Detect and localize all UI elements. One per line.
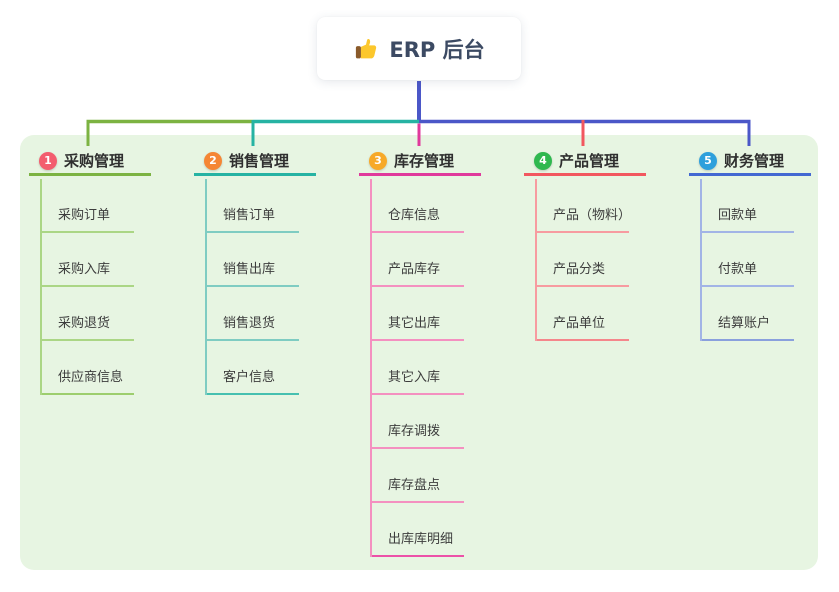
child-node[interactable]: 采购退货 xyxy=(40,287,134,341)
child-label: 仓库信息 xyxy=(388,208,441,223)
child-node[interactable]: 客户信息 xyxy=(205,341,299,395)
root-title: ERP 后台 xyxy=(389,37,485,62)
branch-children: 产品（物料） 产品分类 产品单位 xyxy=(524,179,646,341)
branch-rail-line xyxy=(535,179,537,341)
child-node[interactable]: 销售退货 xyxy=(205,287,299,341)
branch-header-2[interactable]: 2 销售管理 xyxy=(194,148,316,176)
child-label: 结算账户 xyxy=(718,316,771,331)
child-label: 销售订单 xyxy=(223,208,276,223)
branch-header-5[interactable]: 5 财务管理 xyxy=(689,148,811,176)
child-node[interactable]: 产品库存 xyxy=(370,233,464,287)
child-label: 出库库明细 xyxy=(388,532,454,547)
branch-label: 库存管理 xyxy=(394,152,455,170)
child-label: 采购订单 xyxy=(58,208,111,223)
child-label: 销售出库 xyxy=(223,262,276,277)
branch-children: 仓库信息 产品库存 其它出库 其它入库 库存调拨 库存盘点 出库库明细 xyxy=(359,179,481,557)
branch-rail-line xyxy=(40,179,42,395)
child-node[interactable]: 仓库信息 xyxy=(370,179,464,233)
branch-number: 5 xyxy=(704,154,712,167)
branch-number: 1 xyxy=(44,154,52,167)
branch-产品管理: 4 产品管理 产品（物料） 产品分类 产品单位 xyxy=(524,148,646,341)
child-node[interactable]: 其它入库 xyxy=(370,341,464,395)
child-label: 采购退货 xyxy=(58,316,111,331)
branch-label: 采购管理 xyxy=(64,152,125,170)
branch-children: 销售订单 销售出库 销售退货 客户信息 xyxy=(194,179,316,395)
branch-number-badge: 3 xyxy=(369,151,387,170)
child-label: 采购入库 xyxy=(58,262,111,277)
branch-header-4[interactable]: 4 产品管理 xyxy=(524,148,646,176)
branch-number-badge: 2 xyxy=(204,151,222,170)
branch-header-1[interactable]: 1 采购管理 xyxy=(29,148,151,176)
root-node[interactable]: ERP 后台 xyxy=(317,17,521,80)
child-node[interactable]: 出库库明细 xyxy=(370,503,464,557)
child-label: 其它出库 xyxy=(388,316,441,331)
branch-rail-line xyxy=(700,179,702,341)
child-node[interactable]: 其它出库 xyxy=(370,287,464,341)
branch-销售管理: 2 销售管理 销售订单 销售出库 销售退货 客户信息 xyxy=(194,148,316,395)
child-node[interactable]: 产品（物料） xyxy=(535,179,632,233)
child-label: 库存调拨 xyxy=(388,424,441,439)
child-node[interactable]: 产品分类 xyxy=(535,233,629,287)
child-label: 销售退货 xyxy=(223,316,276,331)
mindmap-panel: 1 采购管理 采购订单 采购入库 采购退货 供应商信息 2 销售管理 销售订单 … xyxy=(20,135,818,570)
child-node[interactable]: 销售出库 xyxy=(205,233,299,287)
branch-label: 财务管理 xyxy=(724,152,785,170)
branch-children: 采购订单 采购入库 采购退货 供应商信息 xyxy=(29,179,151,395)
child-node[interactable]: 库存调拨 xyxy=(370,395,464,449)
child-node[interactable]: 采购入库 xyxy=(40,233,134,287)
branch-children: 回款单 付款单 结算账户 xyxy=(689,179,811,341)
branch-财务管理: 5 财务管理 回款单 付款单 结算账户 xyxy=(689,148,811,341)
branch-number-badge: 1 xyxy=(39,151,57,170)
child-label: 供应商信息 xyxy=(58,370,124,385)
child-label: 产品库存 xyxy=(388,262,441,277)
branch-number-badge: 5 xyxy=(699,151,717,170)
child-node[interactable]: 采购订单 xyxy=(40,179,134,233)
child-label: 付款单 xyxy=(718,262,758,277)
branch-label: 销售管理 xyxy=(229,152,290,170)
child-node[interactable]: 供应商信息 xyxy=(40,341,134,395)
branch-label: 产品管理 xyxy=(559,152,620,170)
branch-采购管理: 1 采购管理 采购订单 采购入库 采购退货 供应商信息 xyxy=(29,148,151,395)
branch-number: 4 xyxy=(539,154,547,167)
branch-rail-line xyxy=(205,179,207,395)
child-node[interactable]: 产品单位 xyxy=(535,287,629,341)
child-node[interactable]: 销售订单 xyxy=(205,179,299,233)
child-node[interactable]: 结算账户 xyxy=(700,287,794,341)
child-label: 其它入库 xyxy=(388,370,441,385)
child-label: 产品（物料） xyxy=(553,208,632,223)
child-label: 回款单 xyxy=(718,208,758,223)
child-node[interactable]: 库存盘点 xyxy=(370,449,464,503)
child-label: 产品分类 xyxy=(553,262,606,277)
branch-header-3[interactable]: 3 库存管理 xyxy=(359,148,481,176)
child-label: 产品单位 xyxy=(553,316,606,331)
child-label: 客户信息 xyxy=(223,370,276,385)
branch-number: 3 xyxy=(374,154,382,167)
branch-number: 2 xyxy=(209,154,217,167)
child-node[interactable]: 回款单 xyxy=(700,179,794,233)
branch-库存管理: 3 库存管理 仓库信息 产品库存 其它出库 其它入库 库存调拨 库存盘点 出库库… xyxy=(359,148,481,557)
thumbs-up-icon xyxy=(353,36,379,62)
branch-number-badge: 4 xyxy=(534,151,552,170)
child-node[interactable]: 付款单 xyxy=(700,233,794,287)
child-label: 库存盘点 xyxy=(388,478,441,493)
branch-rail-line xyxy=(370,179,372,557)
